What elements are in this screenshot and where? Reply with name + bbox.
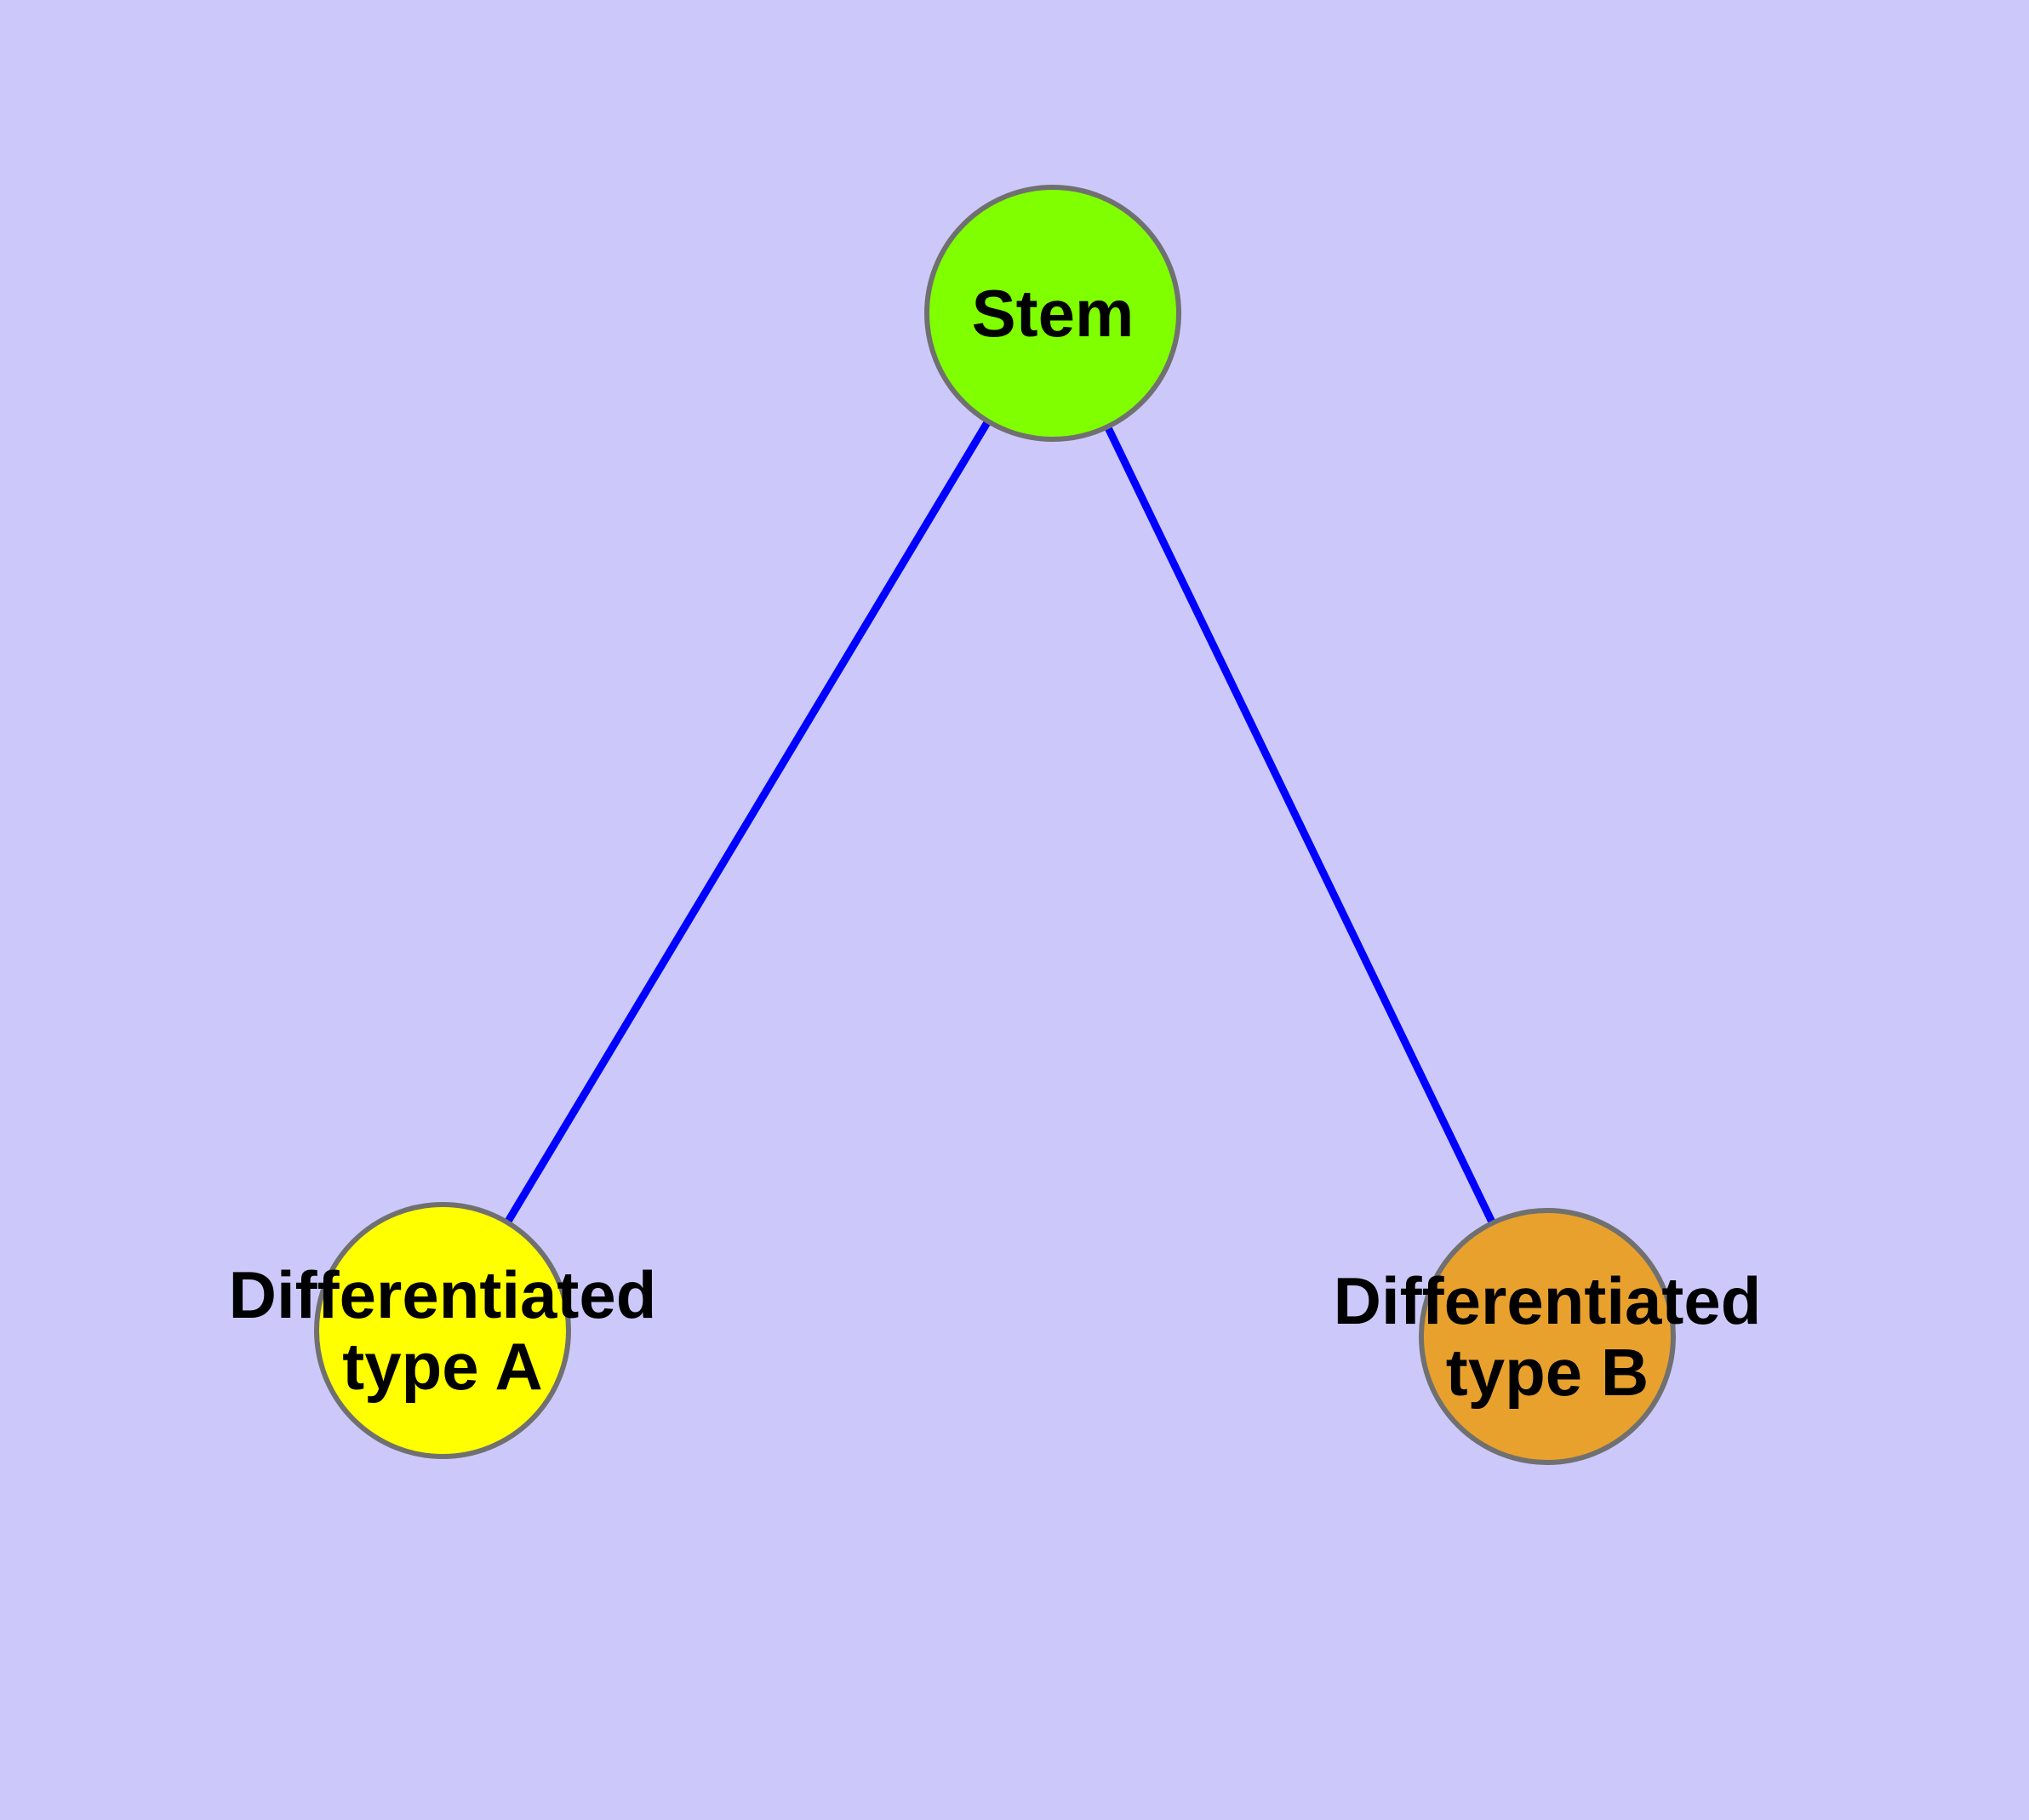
graph-edge-stem-to-diff-a: [439, 311, 1056, 1333]
graph-edge-stem-to-diff-b: [1049, 312, 1552, 1338]
graph-node-diff_b[interactable]: [1419, 1208, 1676, 1465]
edge-layer: [439, 311, 1552, 1338]
graph-node-diff_a[interactable]: [314, 1202, 571, 1459]
graph-node-stem[interactable]: [924, 185, 1181, 442]
node-layer: [314, 185, 1676, 1465]
